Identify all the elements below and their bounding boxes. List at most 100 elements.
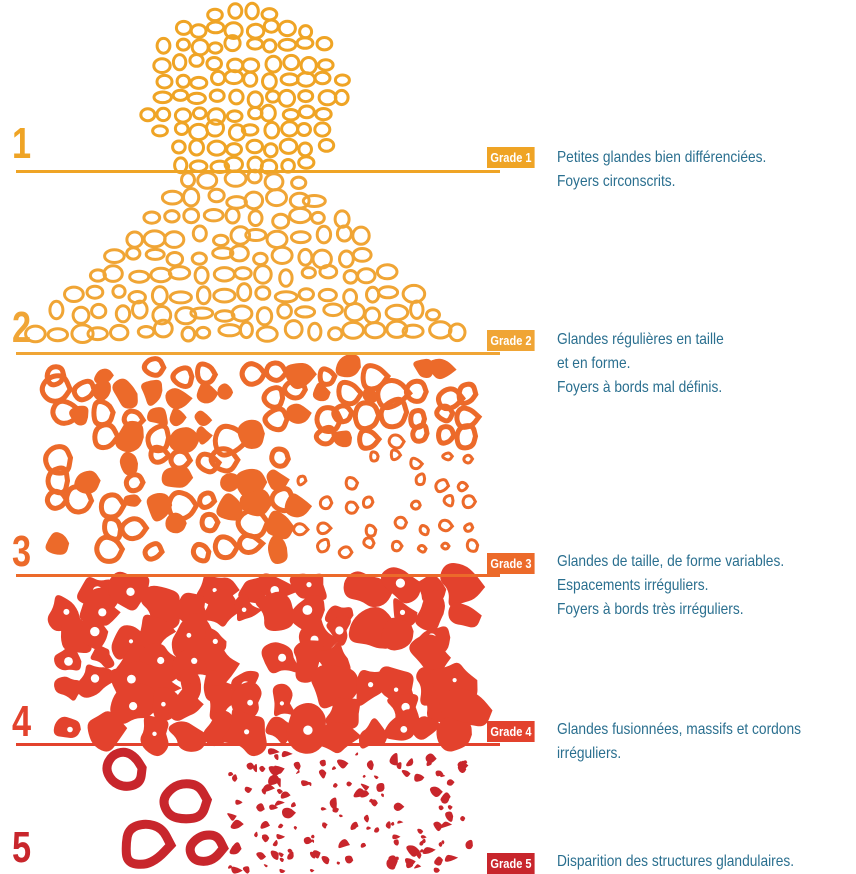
grade-3-gland (200, 493, 215, 507)
grade-1-gland (298, 124, 311, 136)
grade-5-fragment (294, 826, 297, 830)
grade-1-badge: Grade 1 (487, 147, 535, 168)
grade-3-gland (318, 523, 331, 534)
grade-2-gland (272, 247, 292, 263)
grade-3-gland (115, 421, 143, 452)
grade-3-gland (463, 496, 475, 508)
grade-1-gland (208, 141, 225, 155)
grade-5-fragment (339, 815, 343, 818)
grade-5-fragment (245, 787, 253, 793)
grade-2-gland (130, 271, 149, 282)
grade-1-description: Petites glandes bien différenciées. Foye… (557, 146, 815, 194)
grade-5-fragment (414, 864, 421, 868)
grade-2-gland (162, 191, 182, 204)
grade-4-lumen (213, 639, 218, 644)
grade-2-gland-cluster (26, 170, 465, 342)
grade-5-fragment (448, 805, 453, 810)
grade-5-fragment (228, 772, 233, 776)
grade-5-line-1: Disparition des structures glandulaires. (557, 850, 815, 874)
grade-2-gland (72, 325, 93, 343)
grade-2-gland (214, 289, 235, 302)
grade-5-ring (190, 835, 223, 861)
grade-2-gland (105, 250, 125, 263)
grade-1-gland (279, 39, 296, 50)
grade-2-gland (197, 287, 210, 304)
grade-5-ring (126, 824, 171, 864)
grade-2-gland (146, 249, 164, 259)
grade-4-lumen (161, 702, 166, 707)
grade-2-gland (88, 328, 107, 340)
grade-3-gland (42, 376, 70, 401)
grade-5-ring (164, 784, 207, 819)
grade-5-fragment (397, 821, 403, 824)
grade-4-description: Glandes fusionnées, massifs et cordons i… (557, 718, 815, 766)
grade-5-fragment (275, 801, 285, 806)
grade-4-lumen (64, 657, 73, 666)
grade-3-gland (197, 382, 219, 403)
grade-3-gland (285, 493, 312, 517)
grade-2-gland (365, 308, 380, 323)
grade-2-gland (377, 265, 397, 279)
grade-5-fragment (264, 864, 268, 867)
grade-3-gland (443, 453, 453, 460)
grade-3-gland (439, 427, 454, 444)
grade-1-gland (208, 9, 223, 20)
grade-1-gland (299, 91, 313, 102)
grade-3-gland (442, 543, 449, 549)
grade-3-gland (316, 427, 334, 444)
grade-5-fragment (287, 852, 294, 860)
grade-5-fragment (337, 862, 340, 865)
grade-3-gland (413, 425, 427, 441)
grade-5-fragment (430, 787, 443, 797)
grade-5-fragment (232, 774, 237, 781)
grade-1-gland (266, 56, 281, 72)
grade-4-lumen (129, 702, 137, 710)
grade-3-gland (418, 545, 426, 552)
grade-2-gland (127, 232, 143, 247)
grade-5-fragment (256, 852, 266, 860)
grade-4-lumen (280, 701, 284, 705)
grade-3-gland (364, 538, 374, 548)
grade-3-gland (264, 388, 283, 408)
grade-5-fragment (281, 792, 291, 799)
grade-2-gland (50, 301, 63, 318)
grade-3-gland (124, 494, 142, 506)
grade-4-lumen (242, 608, 247, 613)
grade-1-gland (297, 38, 313, 49)
grade-2-gland (116, 306, 129, 322)
grade-1-gland (177, 75, 189, 87)
grade-2-gland (182, 327, 195, 341)
grade-3-gland (97, 537, 123, 561)
grade-3-gland (94, 401, 113, 424)
grade-1-gland (280, 139, 297, 153)
grade-5-fragment (231, 867, 243, 874)
grade-1-gland (173, 55, 185, 70)
grade-2-gland (343, 322, 364, 338)
grade-2-gland (256, 287, 270, 300)
grade-3-gland (95, 425, 118, 448)
grade-1-gland (157, 108, 170, 120)
grade-3-gland (165, 388, 192, 409)
grade-1-gland (317, 38, 332, 50)
grade-5-fragment (361, 843, 366, 848)
grade-1-gland (299, 143, 312, 156)
grade-3-gland (173, 368, 192, 387)
grade-3-gland (268, 535, 288, 564)
grade-1-gland (230, 90, 243, 104)
grade-5-fragment (417, 829, 423, 834)
grade-2-gland (267, 231, 287, 247)
grade-3-gland (284, 380, 305, 398)
grade-3-gland (193, 544, 208, 560)
grade-2-gland (209, 189, 224, 202)
grade-1-gland (264, 20, 278, 32)
grade-5-fragment (259, 766, 265, 772)
grade-5-fragment (426, 753, 437, 763)
grade-5-fragment (390, 753, 398, 765)
grade-1-gland (153, 126, 168, 136)
grade-1-gland (335, 75, 349, 85)
grade-5-fragment (363, 775, 366, 778)
grade-1-gland (248, 92, 262, 108)
grade-5-fragment (355, 752, 358, 755)
grade-5-fragment (280, 858, 284, 862)
grade-5-fragment (394, 803, 405, 811)
